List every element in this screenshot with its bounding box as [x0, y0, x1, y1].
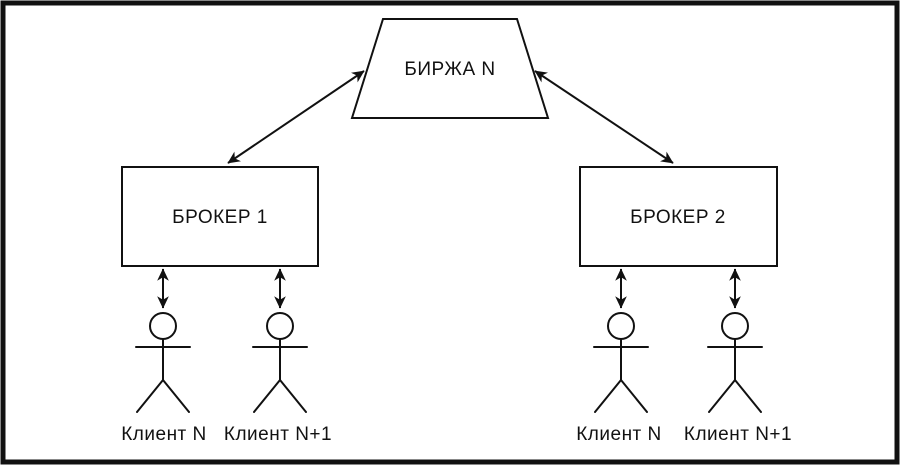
client4-leg-left	[708, 379, 736, 413]
client2-head	[266, 312, 294, 340]
client3-figure	[593, 312, 649, 413]
broker2-label: БРОКЕР 2	[630, 207, 726, 228]
client2-leg-left	[253, 379, 281, 413]
client3-leg-right	[620, 379, 648, 413]
client1-head	[149, 312, 177, 340]
client4-figure	[707, 312, 763, 413]
client4-leg-right	[734, 379, 762, 413]
client3-leg-left	[594, 379, 622, 413]
client1-leg-right	[162, 379, 190, 413]
client3-label: Клиент N	[576, 424, 662, 445]
arrow-exchange-broker1	[227, 70, 365, 164]
client1-leg-left	[136, 379, 164, 413]
client3-head	[607, 312, 635, 340]
client2-label: Клиент N+1	[224, 424, 332, 445]
client1-figure	[135, 312, 191, 413]
client2-leg-right	[279, 379, 307, 413]
broker2-node	[579, 166, 778, 267]
client2-figure	[252, 312, 308, 413]
broker1-node	[121, 166, 319, 267]
client4-head	[721, 312, 749, 340]
broker1-label: БРОКЕР 1	[172, 207, 268, 228]
client4-label: Клиент N+1	[684, 424, 792, 445]
arrow-exchange-broker2	[534, 70, 674, 164]
exchange-label: БИРЖА N	[404, 59, 495, 80]
client1-label: Клиент N	[121, 424, 207, 445]
